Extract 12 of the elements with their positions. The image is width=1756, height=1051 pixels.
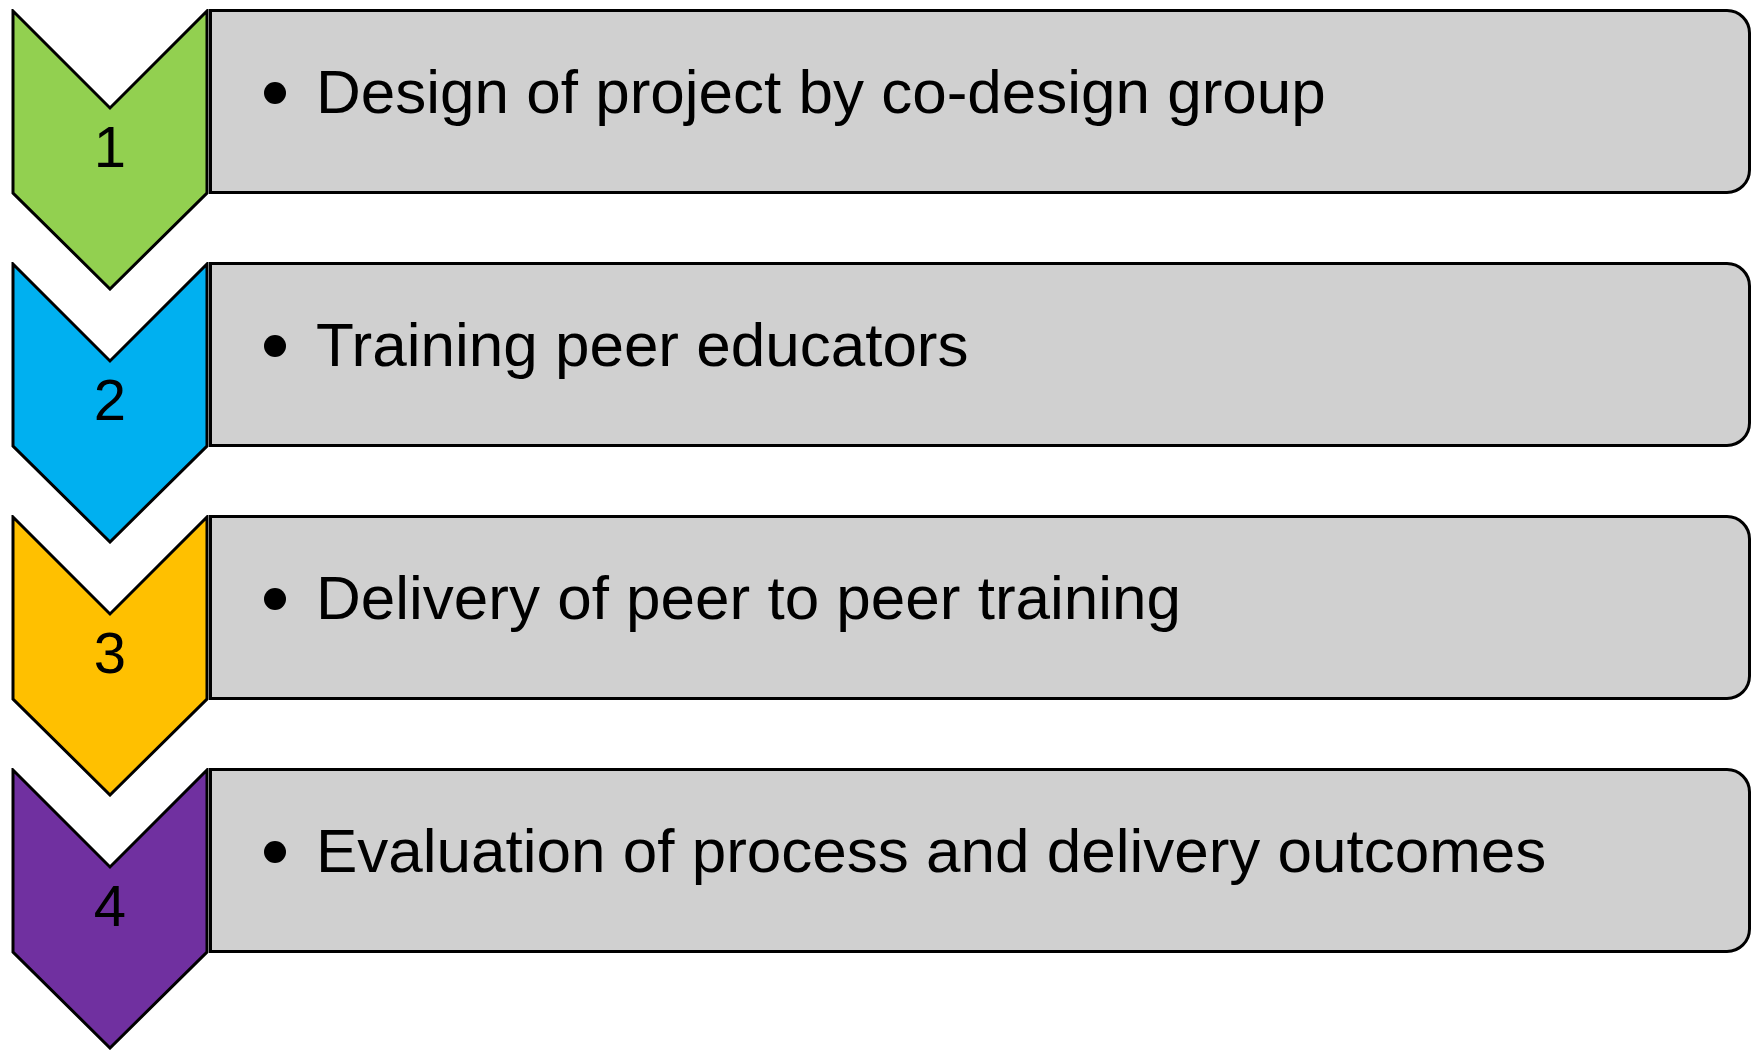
step-number: 1 bbox=[92, 117, 128, 177]
step-box bbox=[209, 9, 1751, 194]
step-text: Evaluation of process and delivery outcomes bbox=[316, 819, 1547, 883]
step-number: 3 bbox=[92, 623, 128, 683]
step-box bbox=[209, 262, 1751, 447]
step-box bbox=[209, 515, 1751, 700]
step-text: Delivery of peer to peer training bbox=[316, 566, 1181, 630]
step-text: Training peer educators bbox=[316, 313, 969, 377]
step-box bbox=[209, 768, 1751, 953]
step-text: Design of project by co-design group bbox=[316, 60, 1326, 124]
step-number: 4 bbox=[92, 876, 128, 936]
step-number: 2 bbox=[92, 370, 128, 430]
